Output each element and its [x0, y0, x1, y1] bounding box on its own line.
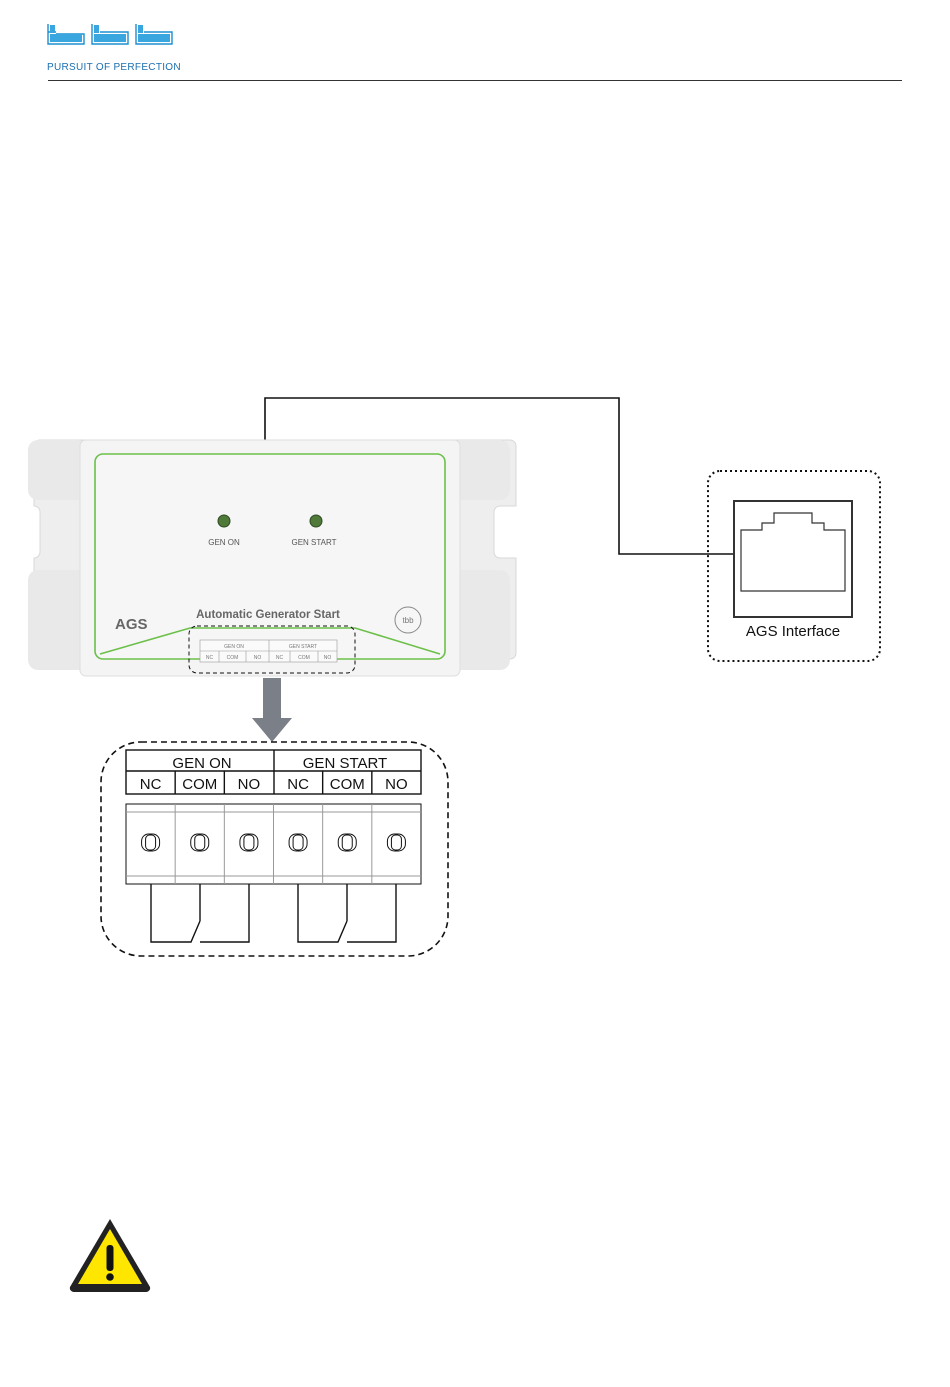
tbb-logo-icon — [46, 22, 176, 52]
mini-group-gen-on: GEN ON — [224, 644, 244, 650]
mini-terminal-label-2: NO — [254, 655, 262, 661]
terminal-screw-icon — [240, 834, 258, 851]
wiring-diagram: GEN ON GEN START AGS Automatic Generator… — [0, 380, 950, 980]
arrow-shaft — [263, 678, 281, 718]
logo-tagline: PURSUIT OF PERFECTION — [47, 62, 181, 73]
detail-group-gen-start: GEN START — [303, 755, 387, 772]
rj45-port-icon — [734, 501, 852, 617]
terminal-screw-icon — [387, 834, 405, 851]
relay-contact-gen-on — [151, 884, 249, 942]
mini-group-gen-start: GEN START — [289, 644, 317, 650]
detail-terminal-label-5: NO — [385, 776, 408, 793]
warning-icon — [66, 1215, 154, 1293]
led-gen-start — [310, 515, 322, 527]
detail-terminal-label-4: COM — [330, 776, 365, 793]
relay-contact-gen-start — [298, 884, 396, 942]
mini-terminal-label-1: COM — [227, 655, 239, 661]
arrow-head-icon — [252, 718, 292, 742]
device-name: Automatic Generator Start — [196, 609, 340, 621]
device-model: AGS — [115, 616, 148, 633]
terminal-screw-icon — [338, 834, 356, 851]
detail-terminal-label-3: NC — [287, 776, 309, 793]
led-gen-on — [218, 515, 230, 527]
mini-terminal-label-0: NC — [206, 655, 214, 661]
detail-group-gen-on: GEN ON — [172, 755, 231, 772]
terminal-screw-icon — [142, 834, 160, 851]
led-gen-start-label: GEN START — [291, 538, 336, 547]
mini-terminal-label-4: COM — [298, 655, 310, 661]
header-divider — [48, 80, 902, 81]
terminal-detail: GEN ON GEN START NC COM NO NC COM NO — [101, 742, 448, 956]
detail-terminal-label-0: NC — [140, 776, 162, 793]
brand-badge: tbb — [402, 616, 414, 625]
terminal-screw-icon — [289, 834, 307, 851]
detail-terminal-label-1: COM — [182, 776, 217, 793]
mini-terminal-label-3: NC — [276, 655, 284, 661]
mini-terminal-label-5: NO — [324, 655, 332, 661]
ags-device: GEN ON GEN START AGS Automatic Generator… — [28, 440, 516, 676]
led-gen-on-label: GEN ON — [208, 538, 240, 547]
interface-label: AGS Interface — [746, 623, 840, 640]
ags-interface: AGS Interface — [708, 471, 880, 661]
detail-terminal-label-2: NO — [238, 776, 261, 793]
terminal-screw-icon — [191, 834, 209, 851]
